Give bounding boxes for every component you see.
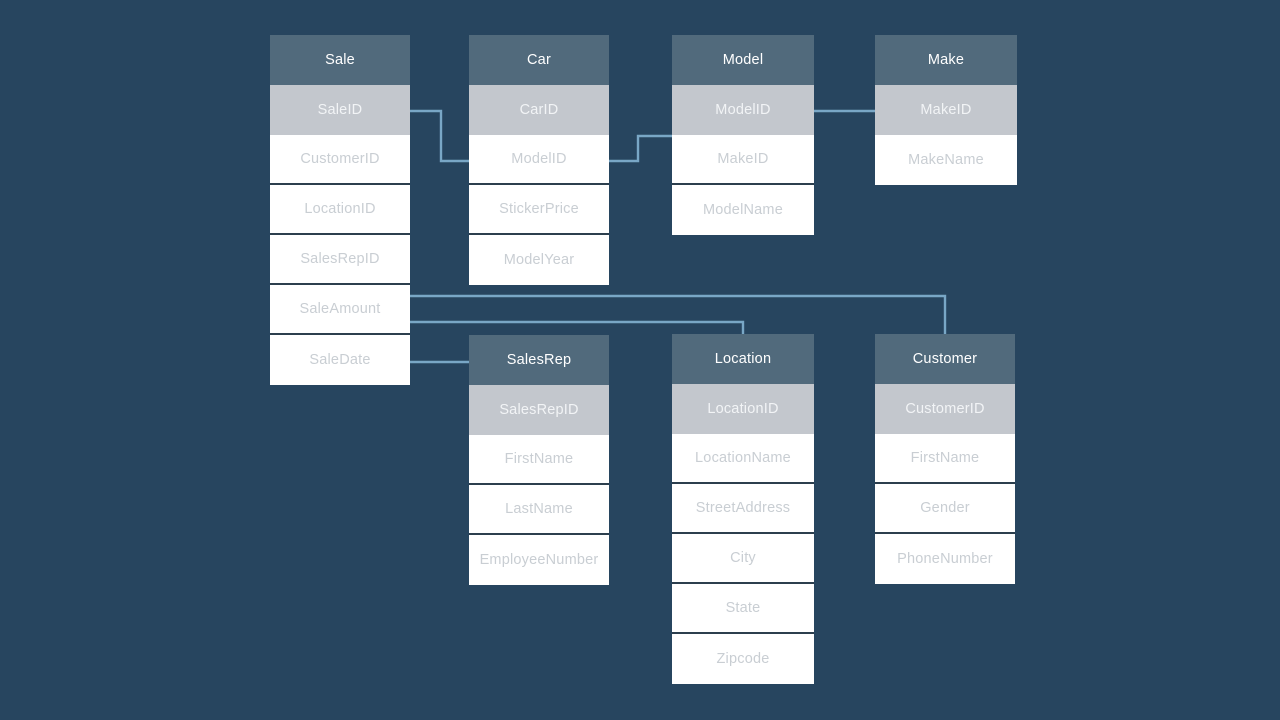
entity-make-title: Make <box>875 35 1017 85</box>
entity-customer-field-firstname[interactable]: FirstName <box>875 434 1015 484</box>
entity-model-field-pk[interactable]: ModelID <box>672 85 814 135</box>
entity-model-field-modelname[interactable]: ModelName <box>672 185 814 235</box>
entity-model-field-makeid[interactable]: MakeID <box>672 135 814 185</box>
entity-sale-field-pk[interactable]: SaleID <box>270 85 410 135</box>
entity-sale-field-locationid[interactable]: LocationID <box>270 185 410 235</box>
entity-car-title: Car <box>469 35 609 85</box>
entity-customer[interactable]: Customer CustomerID FirstName Gender Pho… <box>875 334 1015 584</box>
entity-customer-field-phonenumber[interactable]: PhoneNumber <box>875 534 1015 584</box>
entity-customer-field-pk[interactable]: CustomerID <box>875 384 1015 434</box>
entity-make-field-pk[interactable]: MakeID <box>875 85 1017 135</box>
entity-customer-title: Customer <box>875 334 1015 384</box>
entity-car-field-modelid[interactable]: ModelID <box>469 135 609 185</box>
entity-location-field-state[interactable]: State <box>672 584 814 634</box>
entity-car-field-stickerprice[interactable]: StickerPrice <box>469 185 609 235</box>
entity-salesrep-title: SalesRep <box>469 335 609 385</box>
entity-sale[interactable]: Sale SaleID CustomerID LocationID SalesR… <box>270 35 410 385</box>
connector-sale-to-car <box>402 109 476 163</box>
entity-location-field-pk[interactable]: LocationID <box>672 384 814 434</box>
connector-car-to-model <box>602 109 680 163</box>
entity-sale-field-saledate[interactable]: SaleDate <box>270 335 410 385</box>
entity-car-field-pk[interactable]: CarID <box>469 85 609 135</box>
entity-salesrep[interactable]: SalesRep SalesRepID FirstName LastName E… <box>469 335 609 585</box>
entity-sale-field-salesrepid[interactable]: SalesRepID <box>270 235 410 285</box>
entity-customer-field-gender[interactable]: Gender <box>875 484 1015 534</box>
entity-salesrep-field-pk[interactable]: SalesRepID <box>469 385 609 435</box>
entity-make[interactable]: Make MakeID MakeName <box>875 35 1017 185</box>
entity-salesrep-field-firstname[interactable]: FirstName <box>469 435 609 485</box>
entity-sale-title: Sale <box>270 35 410 85</box>
entity-sale-field-customerid[interactable]: CustomerID <box>270 135 410 185</box>
entity-location-field-streetaddress[interactable]: StreetAddress <box>672 484 814 534</box>
entity-model-title: Model <box>672 35 814 85</box>
entity-location-title: Location <box>672 334 814 384</box>
entity-salesrep-field-lastname[interactable]: LastName <box>469 485 609 535</box>
entity-location[interactable]: Location LocationID LocationName StreetA… <box>672 334 814 684</box>
entity-car[interactable]: Car CarID ModelID StickerPrice ModelYear <box>469 35 609 285</box>
entity-location-field-zipcode[interactable]: Zipcode <box>672 634 814 684</box>
entity-make-field-makename[interactable]: MakeName <box>875 135 1017 185</box>
entity-location-field-locationname[interactable]: LocationName <box>672 434 814 484</box>
entity-model[interactable]: Model ModelID MakeID ModelName <box>672 35 814 235</box>
entity-sale-field-saleamount[interactable]: SaleAmount <box>270 285 410 335</box>
entity-location-field-city[interactable]: City <box>672 534 814 584</box>
entity-salesrep-field-employeenumber[interactable]: EmployeeNumber <box>469 535 609 585</box>
entity-car-field-modelyear[interactable]: ModelYear <box>469 235 609 285</box>
